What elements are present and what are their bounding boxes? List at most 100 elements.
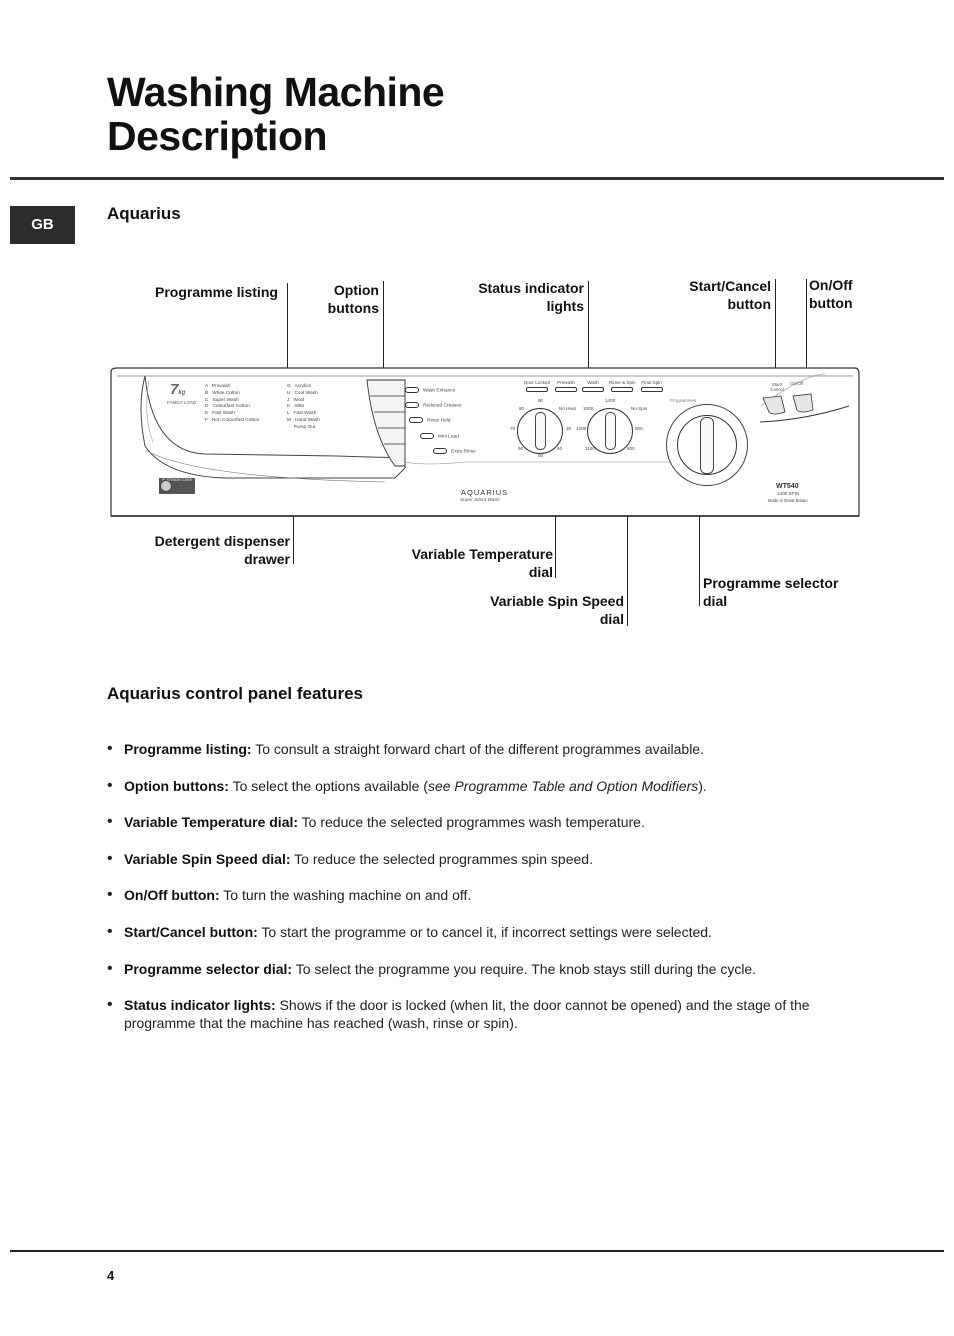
- leader-line: [287, 283, 288, 383]
- option-label: Rinse Hold: [427, 418, 451, 424]
- status-led-icon: [611, 387, 634, 392]
- panel-family-load: FAMILY LOAD: [167, 400, 197, 405]
- feature-item: Variable Temperature dial: To reduce the…: [107, 813, 837, 831]
- leader-line: [627, 440, 628, 626]
- feature-reference: see Programme Table and Option Modifiers: [427, 777, 699, 794]
- panel-start-cancel-text: Start/ Cancel: [770, 382, 784, 392]
- feature-term: Variable Temperature dial:: [124, 814, 299, 831]
- feature-item: Programme listing: To consult a straight…: [107, 740, 837, 758]
- temp-label: 30: [566, 426, 572, 431]
- programme-list-item: Pump Out: [287, 424, 316, 430]
- programme-list-item: D Colourfast Cotton: [205, 404, 250, 410]
- feature-description: Shows if the door is locked (when lit, t…: [124, 997, 810, 1032]
- status-light-label: Prewash: [557, 380, 575, 385]
- temp-label-top: 60: [538, 398, 544, 403]
- programme-list-item: C Super Wash: [205, 397, 239, 403]
- feature-description: To start the programme or to cancel it, …: [257, 923, 712, 940]
- features-list: Programme listing: To consult a straight…: [107, 740, 837, 1051]
- feature-description: To select the options available (: [228, 777, 428, 794]
- features-heading: Aquarius control panel features: [107, 684, 363, 703]
- programme-list-item: B White Cotton: [205, 390, 240, 396]
- feature-term: Programme selector dial:: [124, 960, 293, 977]
- feature-item: On/Off button: To turn the washing machi…: [107, 886, 837, 904]
- feature-description: To reduce the selected programmes wash t…: [298, 814, 645, 831]
- spin-label: 800: [627, 446, 635, 451]
- leader-line: [588, 281, 589, 377]
- programme-list-item: M Hand Wash: [287, 417, 320, 423]
- page-title: Washing Machine Description: [107, 69, 445, 159]
- option-button[interactable]: Wash Enhance: [405, 387, 455, 393]
- option-button[interactable]: Mini Load: [420, 433, 459, 439]
- status-light: Rinse & Spin: [609, 380, 636, 392]
- selector-dial-knob: [677, 415, 737, 475]
- temperature-dial[interactable]: [517, 408, 563, 454]
- leader-line: [293, 472, 294, 564]
- control-panel-illustration: [110, 367, 860, 517]
- option-label: Extra Rinse: [451, 449, 476, 455]
- programme-list-item: H Cool Wash: [287, 390, 318, 396]
- feature-item: Start/Cancel button: To start the progra…: [107, 923, 837, 941]
- option-label: Mini Load: [438, 434, 459, 440]
- status-led-icon: [640, 387, 663, 392]
- leader-line: [383, 281, 384, 385]
- temp-label: 70: [510, 426, 516, 431]
- feature-description: To turn the washing machine on and off.: [219, 887, 472, 904]
- feature-term: Programme listing:: [124, 741, 252, 757]
- status-led-icon: [555, 387, 578, 392]
- temp-label: No Heat: [559, 406, 576, 411]
- feature-term: Option buttons:: [124, 777, 229, 794]
- status-light: Final Spin: [640, 380, 663, 392]
- status-led-icon: [582, 387, 605, 392]
- panel-model: WT540: [776, 483, 799, 490]
- status-light: Door Locked: [524, 380, 550, 392]
- feature-item: Variable Spin Speed dial: To reduce the …: [107, 850, 837, 868]
- section-heading: Aquarius: [107, 204, 181, 223]
- programme-list-item: F Non Colourfast Cotton: [205, 417, 260, 423]
- status-light-label: Door Locked: [524, 380, 551, 385]
- badge-emblem-icon: [160, 480, 172, 492]
- temp-label: 40: [557, 446, 563, 451]
- spin-dial-grip: [605, 412, 616, 450]
- programme-list-item: G Acrylics: [287, 384, 311, 389]
- status-light-label: Rinse & Spin: [609, 380, 636, 385]
- option-button[interactable]: Reduced Creases: [405, 402, 461, 408]
- feature-description: To select the programme you require. The…: [292, 960, 757, 977]
- feature-description: To consult a straight forward chart of t…: [251, 741, 704, 757]
- option-button[interactable]: Rinse Hold: [409, 417, 450, 423]
- option-label: Reduced Creases: [423, 403, 462, 409]
- option-indicator-icon: [409, 417, 423, 423]
- leader-line: [699, 490, 700, 606]
- feature-item: Status indicator lights: Shows if the do…: [107, 996, 837, 1032]
- temp-label: 80: [519, 406, 525, 411]
- feature-term: Status indicator lights:: [124, 997, 276, 1014]
- programme-list-item: A Prewash: [205, 384, 231, 389]
- panel-weight-badge: 7kg: [170, 381, 186, 398]
- feature-term: Start/Cancel button:: [124, 923, 258, 940]
- temp-label: 90: [518, 446, 524, 451]
- status-light: Prewash: [555, 380, 578, 392]
- panel-made-in: Made in Great Britain: [768, 498, 808, 503]
- programme-selector-dial[interactable]: [666, 404, 748, 486]
- spin-label: 1200: [576, 426, 587, 431]
- spin-dial[interactable]: [587, 408, 633, 454]
- feature-item: Programme selector dial: To select the p…: [107, 960, 837, 978]
- feature-description: To reduce the selected programmes spin s…: [290, 850, 593, 867]
- status-led-icon: [526, 387, 549, 392]
- option-indicator-icon: [433, 448, 447, 454]
- language-tab: GB: [10, 206, 75, 244]
- option-button[interactable]: Extra Rinse: [433, 448, 476, 454]
- option-label: Wash Enhance: [423, 388, 456, 394]
- panel-programmes-word: Programmes: [670, 398, 697, 403]
- page-number: 4: [107, 1268, 115, 1283]
- temperature-dial-grip: [535, 412, 546, 450]
- bottom-rule: [10, 1250, 944, 1252]
- feature-tail: ).: [698, 777, 707, 794]
- option-indicator-icon: [420, 433, 434, 439]
